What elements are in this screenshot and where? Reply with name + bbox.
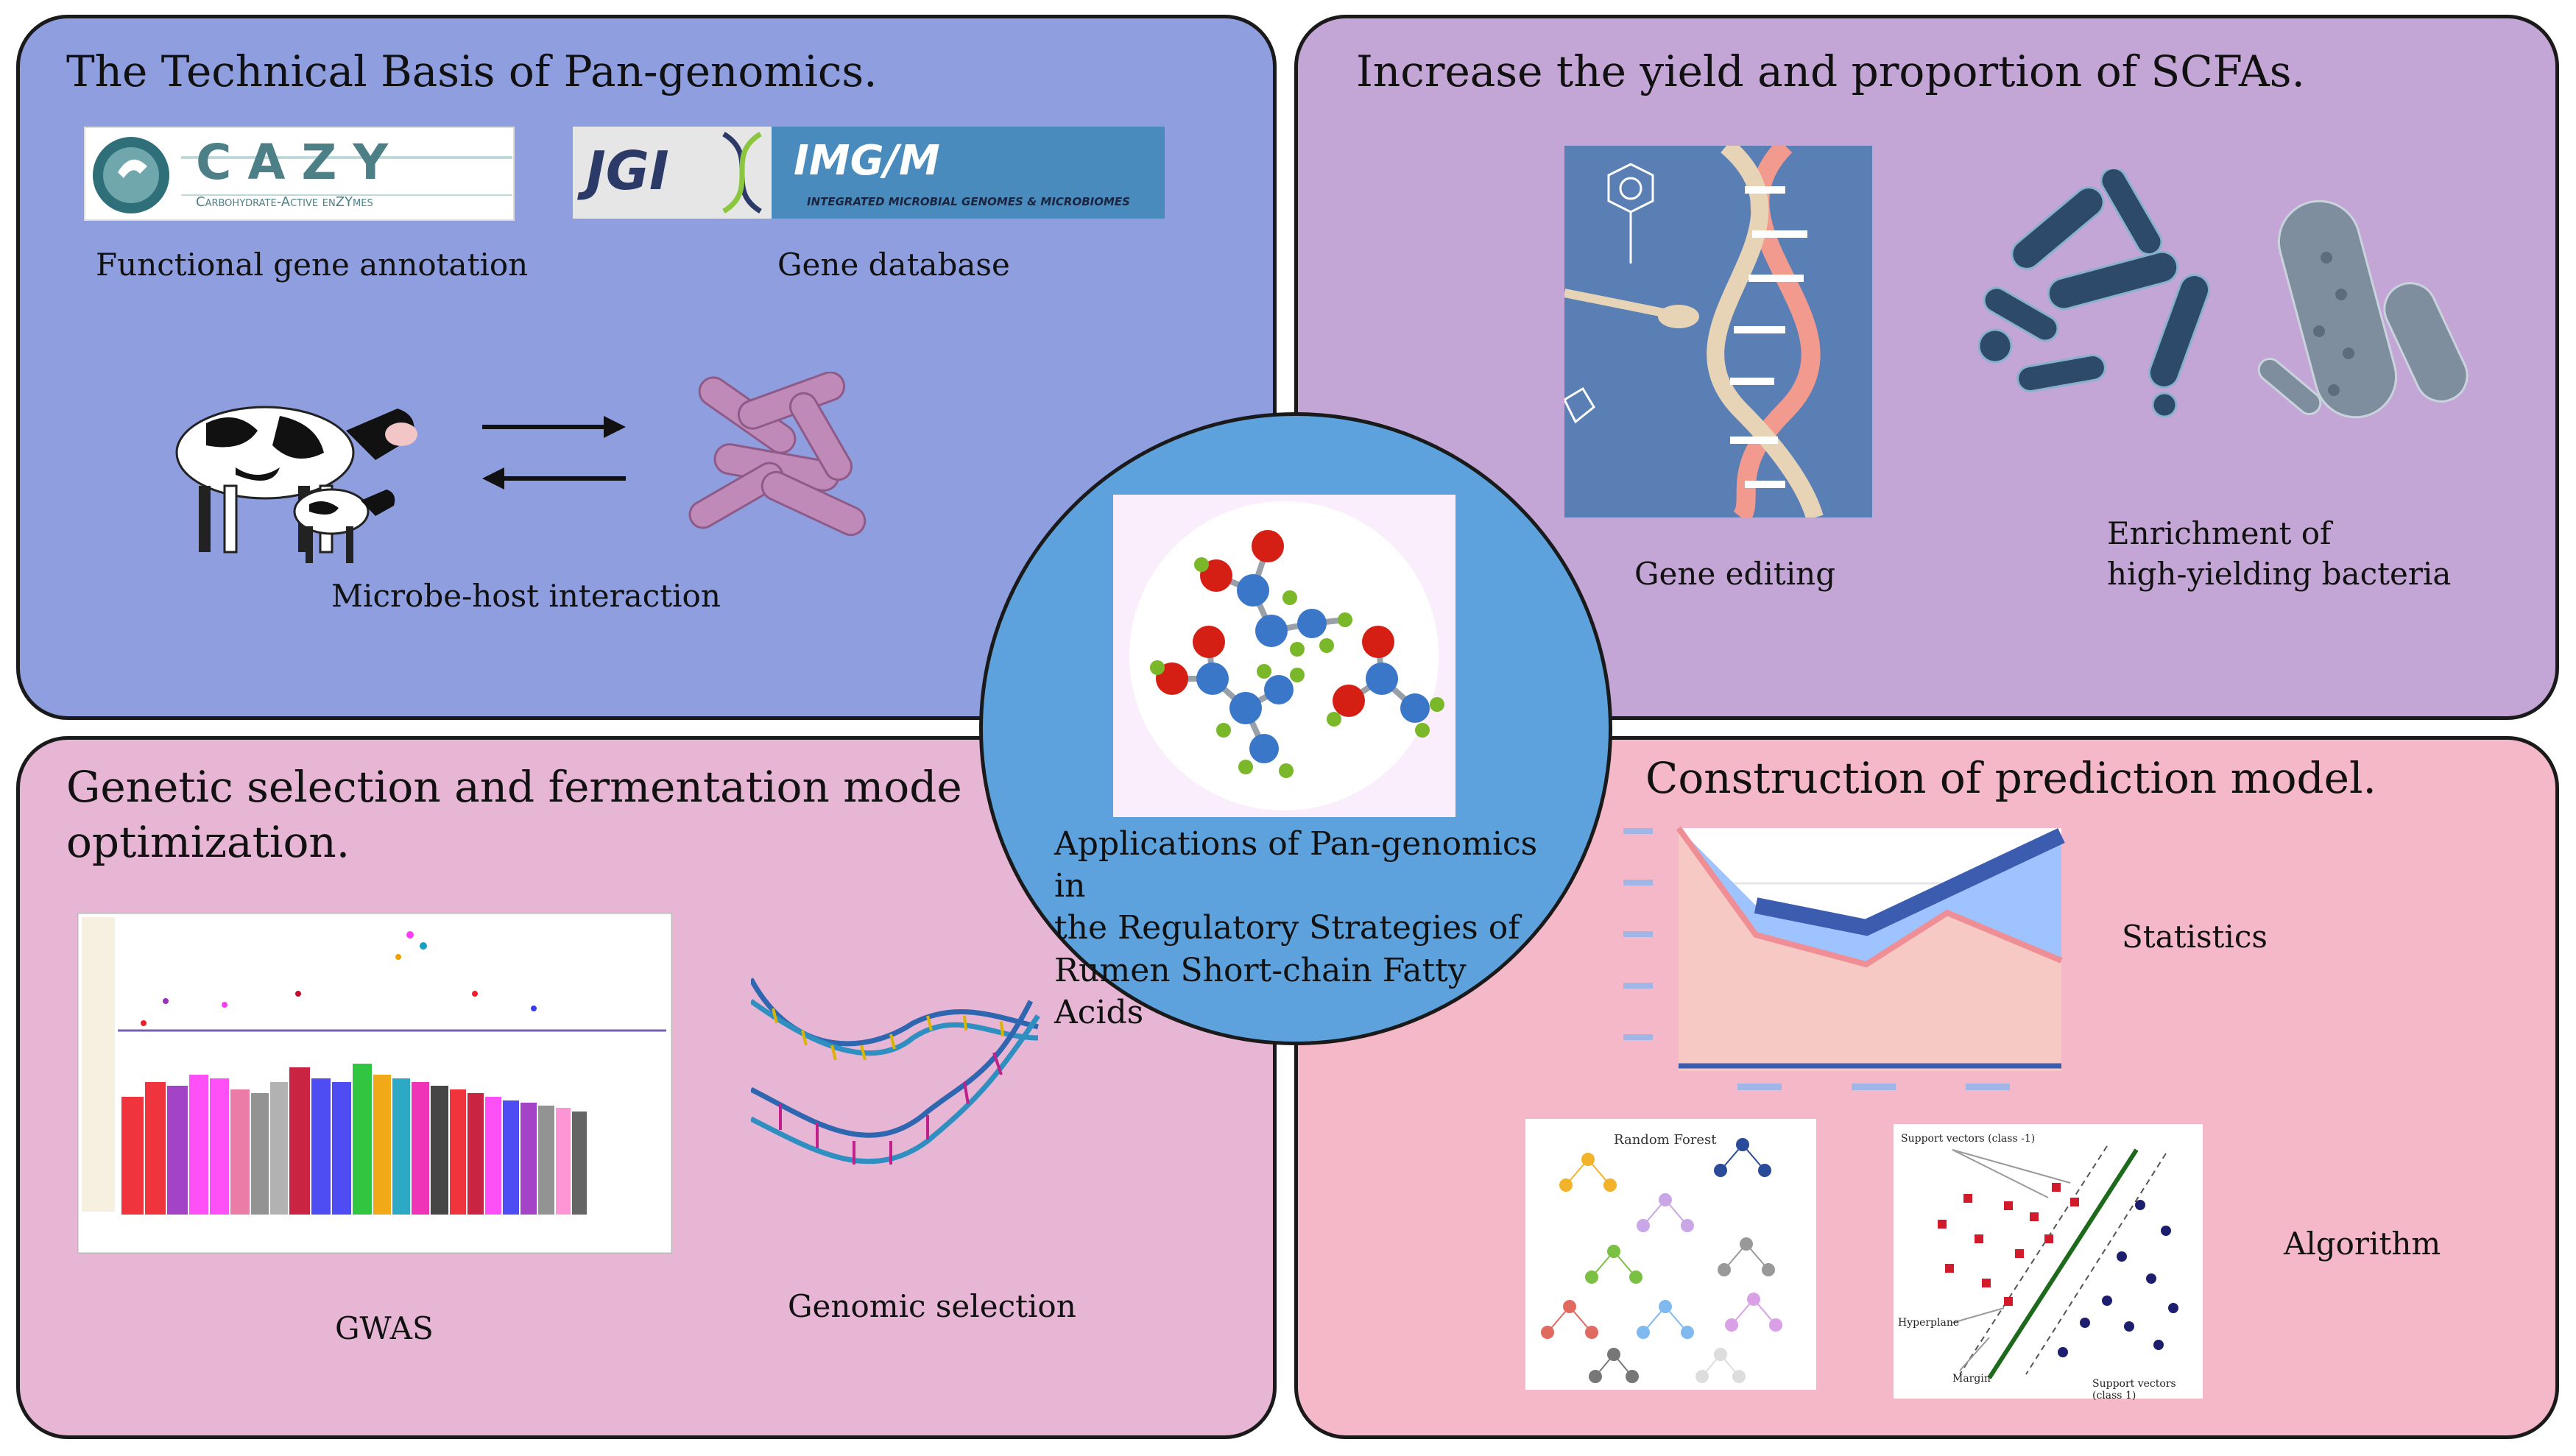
gwas-manhattan-plot (77, 913, 672, 1254)
scfa-molecule-image (1113, 495, 1455, 817)
caption-gene-database: Gene database (777, 247, 1010, 283)
bidirectional-arrows-icon (482, 416, 626, 490)
panel-title: Construction of prediction model. (1645, 753, 2376, 803)
svm-label-margin: Margin (1952, 1373, 1991, 1385)
cazy-subtitle: Carbohydrate-Active enZYmes (196, 194, 373, 210)
caption-functional-annotation: Functional gene annotation (96, 247, 529, 283)
caption-gene-editing: Gene editing (1634, 556, 1836, 592)
caption-genomic-selection: Genomic selection (788, 1288, 1076, 1324)
random-forest-trees (1541, 1138, 1782, 1383)
svm-plot (1938, 1145, 2178, 1379)
dna-helix-icon (722, 132, 762, 213)
cazy-logo-graphic (93, 137, 512, 213)
center-title-line1: Applications of Pan-genomics in (1054, 825, 1538, 905)
svm-label-hyperplane: Hyperplane (1898, 1317, 1960, 1329)
panel-title: Increase the yield and proportion of SCF… (1356, 46, 2305, 96)
img-wordmark: IMG/M (794, 137, 940, 185)
caption-enrichment-line1: Enrichment of (2107, 515, 2332, 551)
jgi-logo: JGI IMG/M INTEGRATED MICROBIAL GENOMES &… (573, 127, 1165, 219)
caption-statistics: Statistics (2122, 919, 2268, 955)
microbe-illustration (688, 372, 867, 537)
panel-title: The Technical Basis of Pan-genomics. (66, 46, 878, 96)
dna-helix-illustration (751, 978, 1040, 1165)
caption-enrichment-line2: high-yielding bacteria (2107, 556, 2452, 592)
panel-title-line2: optimization. (66, 817, 350, 867)
svm-diagram: Support vectors (class -1) Hyperplane Ma… (1894, 1124, 2203, 1402)
cazy-name: CAZY (196, 134, 405, 191)
caption-algorithm: Algorithm (2284, 1226, 2441, 1262)
cazy-logo: CAZY Carbohydrate-Active enZYmes (84, 127, 515, 221)
cow-illustration (175, 406, 417, 563)
svm-label-support-neg: Support vectors (class -1) (1901, 1133, 2036, 1145)
center-title-line3: Rumen Short-chain Fatty Acids (1054, 951, 1467, 1031)
caption-microbe-host: Microbe-host interaction (331, 578, 721, 614)
jgi-wordmark: JGI (586, 140, 669, 202)
random-forest-diagram: Random Forest (1525, 1119, 1816, 1390)
svm-label-support-pos: Support vectors (class 1) (2092, 1378, 2176, 1402)
caption-gwas: GWAS (335, 1310, 434, 1346)
random-forest-label: Random Forest (1614, 1132, 1717, 1148)
bacteria-illustration (1977, 169, 2469, 419)
center-title: Applications of Pan-genomics in the Regu… (1054, 823, 1555, 1033)
gene-editing-illustration (1564, 146, 1872, 517)
statistics-area-chart (1623, 826, 2065, 1090)
molecule-illustration (1129, 501, 1444, 810)
jgi-subtitle: INTEGRATED MICROBIAL GENOMES & MICROBIOM… (807, 195, 1130, 208)
center-title-line2: the Regulatory Strategies of (1054, 909, 1520, 947)
panel-title-line1: Genetic selection and fermentation mode (66, 762, 962, 812)
